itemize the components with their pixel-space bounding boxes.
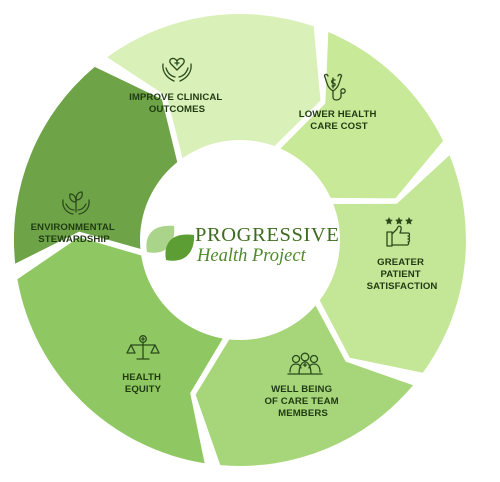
segment-lower-health-care-cost <box>277 32 444 199</box>
segment-label-lower-health-care-cost: LOWER HEALTH CARE COST <box>299 109 380 132</box>
logo-line1: PROGRESSIVE <box>195 224 339 246</box>
segment-labels: IMPROVE CLINICAL OUTCOMES LOWER HEALTH C… <box>31 92 438 419</box>
hands-plant-icon <box>62 191 90 215</box>
care-team-icon <box>287 352 323 375</box>
segment-label-environmental-stewardship: ENVIRONMENTAL STEWARDSHIP <box>31 222 118 245</box>
segment-improve-clinical-outcomes <box>107 14 321 163</box>
dollar-stethoscope-icon <box>323 73 346 101</box>
hands-heart-cross-icon <box>162 57 192 82</box>
logo-leaf-dark <box>165 234 195 261</box>
segment-environmental-stewardship <box>13 66 179 264</box>
segment-label-improve-clinical-outcomes: IMPROVE CLINICAL OUTCOMES <box>129 92 225 115</box>
thumbs-up-stars-icon <box>385 217 413 247</box>
segment-greater-patient-satisfaction <box>317 155 466 373</box>
segment-label-health-equity: HEALTH EQUITY <box>122 372 164 395</box>
center-circle <box>140 140 340 340</box>
logo-line2: Health Project <box>196 246 307 266</box>
segment-label-well-being-of-care-team-members: WELL BEING OF CARE TEAM MEMBERS <box>265 384 342 419</box>
segments-layer <box>13 14 466 466</box>
segment-health-equity <box>17 237 226 464</box>
segment-label-greater-patient-satisfaction: GREATER PATIENT SATISFACTION <box>367 257 438 292</box>
balance-scale-icon <box>126 335 160 360</box>
segment-well-being-of-care-team <box>195 301 414 466</box>
logo: PROGRESSIVE Health Project <box>146 224 339 266</box>
